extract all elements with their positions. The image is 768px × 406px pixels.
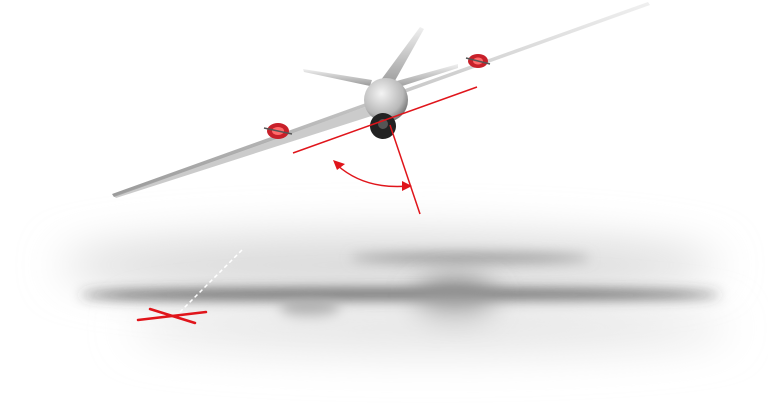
landing-marker-icon <box>136 307 208 325</box>
vertical-reference-line <box>389 124 421 215</box>
tail <box>303 27 458 88</box>
wing-axis-line <box>292 86 478 154</box>
arrowhead-end-icon <box>402 181 412 191</box>
motor-pod-right <box>465 54 491 68</box>
fuselage <box>364 78 408 139</box>
ground-shadow <box>60 235 730 350</box>
angle-annotation <box>292 86 478 215</box>
arrowhead-start-icon <box>333 160 345 170</box>
motor-pod-left <box>263 123 293 139</box>
bank-angle-arc <box>336 164 410 188</box>
descent-guide-line <box>179 249 243 313</box>
